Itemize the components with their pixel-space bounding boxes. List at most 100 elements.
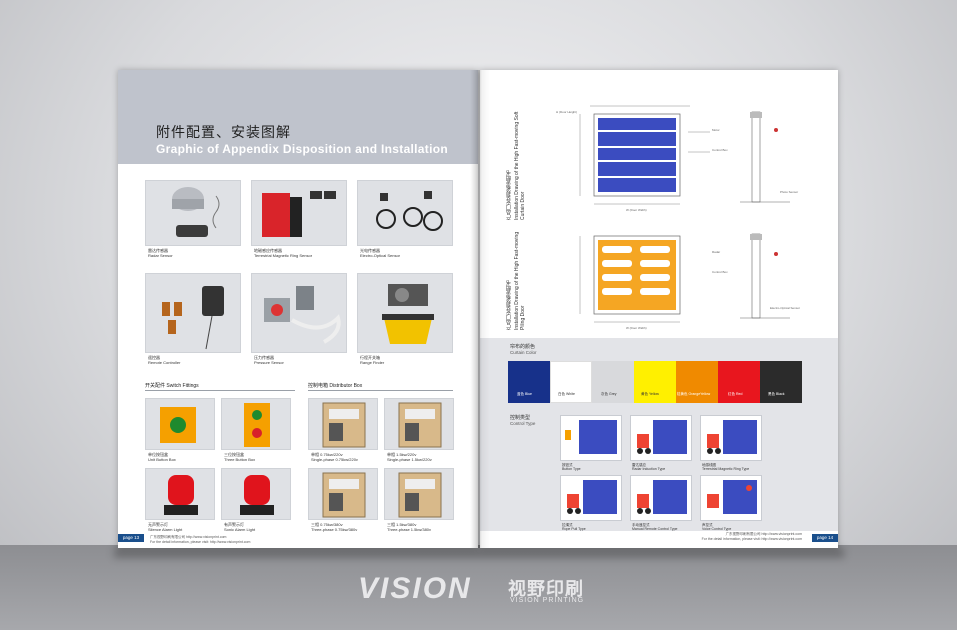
control-tile-magnetic [700,415,762,461]
control-button-image [565,420,617,454]
distributor-box-heading: 控制电箱 Distributor Box [308,383,363,389]
pressure-sensor-image [264,286,341,344]
right-footer-line-2: For the detail information, please visit… [701,537,802,541]
remote-controller-image [162,286,224,350]
curtain-door-diagram [579,105,790,205]
dim-control-box-2: Control Box [712,270,728,274]
right-page: 产品门安装规格说明书 Installation Drawing of the H… [480,70,838,548]
optical-sensor-photo [357,180,453,246]
control-radar-image [637,420,687,454]
control-tile-rope-pull [560,475,622,521]
magnetic-sensor-photo [251,180,347,246]
right-page-number: page 14 [812,534,838,542]
range-finder-image [382,284,434,344]
control-rope-pull-image [567,480,617,514]
sonic-alarm-light-image [240,475,274,515]
control-tile-remote [630,475,692,521]
swatch-label-black: 黑色 Black [768,392,785,396]
diagram1-title-cn: 产品门安装规格说明书 [506,170,512,220]
swatch-red [718,361,760,403]
unit-button-box-photo [145,398,215,450]
swatch-label-orange-yellow: 桔黄色 OrangeYellow [677,392,711,396]
dim-radar-2: Radar [712,250,721,254]
distributor-box-4-image [398,472,442,518]
silence-alarm-light-photo [145,468,215,520]
dim-optical-sensor-2: Electro-Optical Sensor [770,306,801,310]
radar-sensor-photo [145,180,241,246]
left-page-header: 附件配置、安装图解 Graphic of Appendix Dispositio… [118,70,478,164]
distributor-box-2-photo [384,398,454,450]
distributor-box-3-photo [308,468,378,520]
swatch-black [760,361,802,403]
control-remote-image [637,480,687,514]
vision-logo-subtitle: VISION PRINTING [510,597,585,604]
swatch-label-red: 红色 Red [728,392,743,396]
magnetic-sensor-image [262,191,336,237]
distributor-box-1-image [322,402,366,448]
radar-sensor-image [172,187,220,237]
curtain-color-heading-cn: 帘布的颜色 [510,344,536,350]
dim-photo-sensor-1: Photo Sensor [780,190,799,194]
distributor-box-1-photo [308,398,378,450]
dim-door-height-1: H (Door Height) [556,110,578,114]
swatch-label-blue: 蓝色 Blue [517,392,532,396]
distributor-box-4-photo [384,468,454,520]
dim-motor-1: Motor [712,128,720,132]
left-page-number: page 13 [118,534,144,542]
sonic-alarm-light-photo [221,468,291,520]
range-finder-photo [357,273,453,353]
three-button-box-image [244,403,270,447]
diagram2-title-cn: 产品门安装规格说明书 [506,280,512,330]
pressure-sensor-photo [251,273,347,353]
vision-logo-cn: 视野印刷 [508,579,584,599]
swatch-label-yellow: 黄色 Yellow [641,392,659,396]
vision-logo-text: VISION [358,572,472,605]
switch-fittings-heading: 开关配件 Switch Fittings [145,383,199,389]
brochure-shadow [114,548,844,558]
distributor-box-2-image [398,402,442,448]
swatch-label-grey: 灰色 Grey [601,392,617,396]
dim-door-width-1: W (Door Width) [626,208,647,212]
left-footer-line-2: For the detail information, please visit… [150,540,251,544]
swatch-white [550,361,592,403]
left-page: 附件配置、安装图解 Graphic of Appendix Dispositio… [118,70,478,548]
distributor-divider [308,390,453,391]
control-type-heading-cn: 控制类型 [510,415,531,421]
swatch-grey [592,361,634,403]
left-footer-line-1: 广东视野印刷有限公司 http://www.visionprint.com [150,535,227,539]
three-button-box-photo [221,398,291,450]
remote-controller-photo [145,273,241,353]
swatch-label-white: 白色 White [558,392,575,396]
optical-sensor-image [376,191,443,231]
dim-door-width-2: W (Door Width) [626,326,647,330]
silence-alarm-light-image [164,475,198,515]
control-type-heading-en: Control Type [510,421,536,426]
diagram1-title-en: Installation Drawing of the High Fast-mo… [514,111,526,220]
distributor-box-3-image [322,472,366,518]
swatch-blue [508,361,550,403]
switch-divider [145,390,295,391]
control-tile-voice [700,475,762,521]
dim-control-box-1: Control Box [712,148,728,152]
control-magnetic-image [707,420,757,454]
piling-door-diagram [579,233,790,323]
control-voice-image [707,480,757,514]
